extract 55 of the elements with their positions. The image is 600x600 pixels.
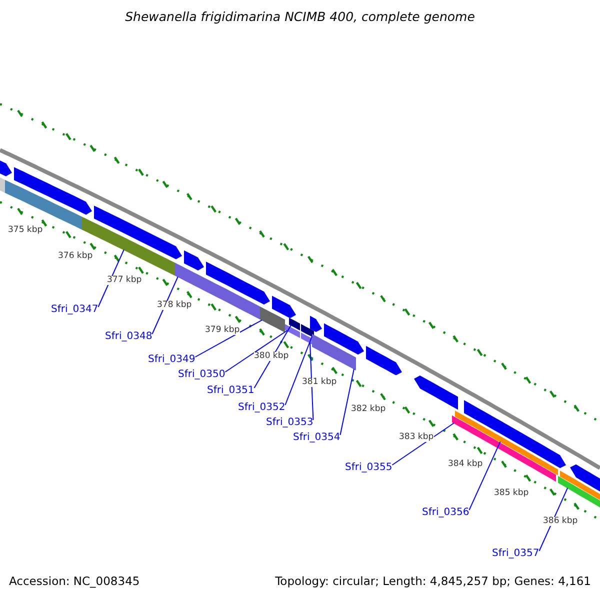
scale-label: 377 kbp <box>107 276 142 284</box>
gene-bar <box>558 476 600 510</box>
gene-label: Sfri_0354 <box>293 433 340 443</box>
scale-label: 375 kbp <box>8 226 43 234</box>
leader-line <box>194 320 262 358</box>
scale-label: 382 kbp <box>351 405 386 414</box>
leader-line <box>284 336 312 406</box>
gene-label: Sfri_0349 <box>148 355 196 365</box>
gene-label: Sfri_0348 <box>105 332 152 342</box>
leader-line <box>224 330 288 372</box>
gene-label: Sfri_0356 <box>422 508 470 518</box>
gene-label: Sfri_0352 <box>238 403 286 413</box>
leader-line <box>468 441 501 510</box>
gene-bar <box>14 167 92 216</box>
gene-bar <box>94 206 182 261</box>
gene-bar <box>285 324 300 338</box>
gene-bar <box>324 323 364 358</box>
map-title: Shewanella frigidimarina NCIMB 400, complete genome <box>124 11 476 24</box>
leader-line <box>98 249 124 308</box>
accession-text: Accession: NC_008345 <box>9 576 140 588</box>
gene-bar <box>175 262 260 320</box>
scale-label: 376 kbp <box>58 252 93 260</box>
gene-label: Sfri_0350 <box>178 370 226 380</box>
scale-label: 383 kbp <box>399 433 434 442</box>
leader-line <box>340 368 354 436</box>
scale-label: 386 kbp <box>543 517 578 526</box>
gene-bar <box>464 400 566 470</box>
scale-label: 380 kbp <box>254 352 289 360</box>
gene-label: Sfri_0355 <box>345 463 392 473</box>
gene-bar <box>312 334 356 370</box>
gene-bar <box>310 316 322 334</box>
gene-bar <box>272 296 296 320</box>
scale-label: 384 kbp <box>448 460 483 468</box>
gene-bar <box>301 324 314 338</box>
gene-label: Sfri_0353 <box>266 418 314 428</box>
genome-info-text: Topology: circular; Length: 4,845,257 bp; Genes: 4,161 <box>275 576 591 588</box>
gene-bar <box>414 375 458 410</box>
gene-label: Sfri_0351 <box>207 386 254 396</box>
scale-label: 378 kbp <box>157 301 192 310</box>
gene-bar <box>289 318 300 330</box>
scale-label: 379 kbp <box>205 326 240 334</box>
leader-line <box>254 324 292 388</box>
gene-bar <box>184 250 204 274</box>
gene-bar <box>260 306 285 333</box>
leader-line <box>392 422 454 466</box>
scale-label: 381 kbp <box>302 378 337 386</box>
gene-bar <box>560 470 600 503</box>
gene-bar <box>206 262 270 306</box>
gene-label: Sfri_0347 <box>51 305 98 315</box>
gene-bar <box>301 332 312 344</box>
gene-label: Sfri_0357 <box>492 549 540 559</box>
gene-bar <box>570 464 600 494</box>
scale-label: 385 kbp <box>494 489 529 498</box>
leader-line <box>310 342 314 420</box>
leader-line <box>538 487 568 552</box>
